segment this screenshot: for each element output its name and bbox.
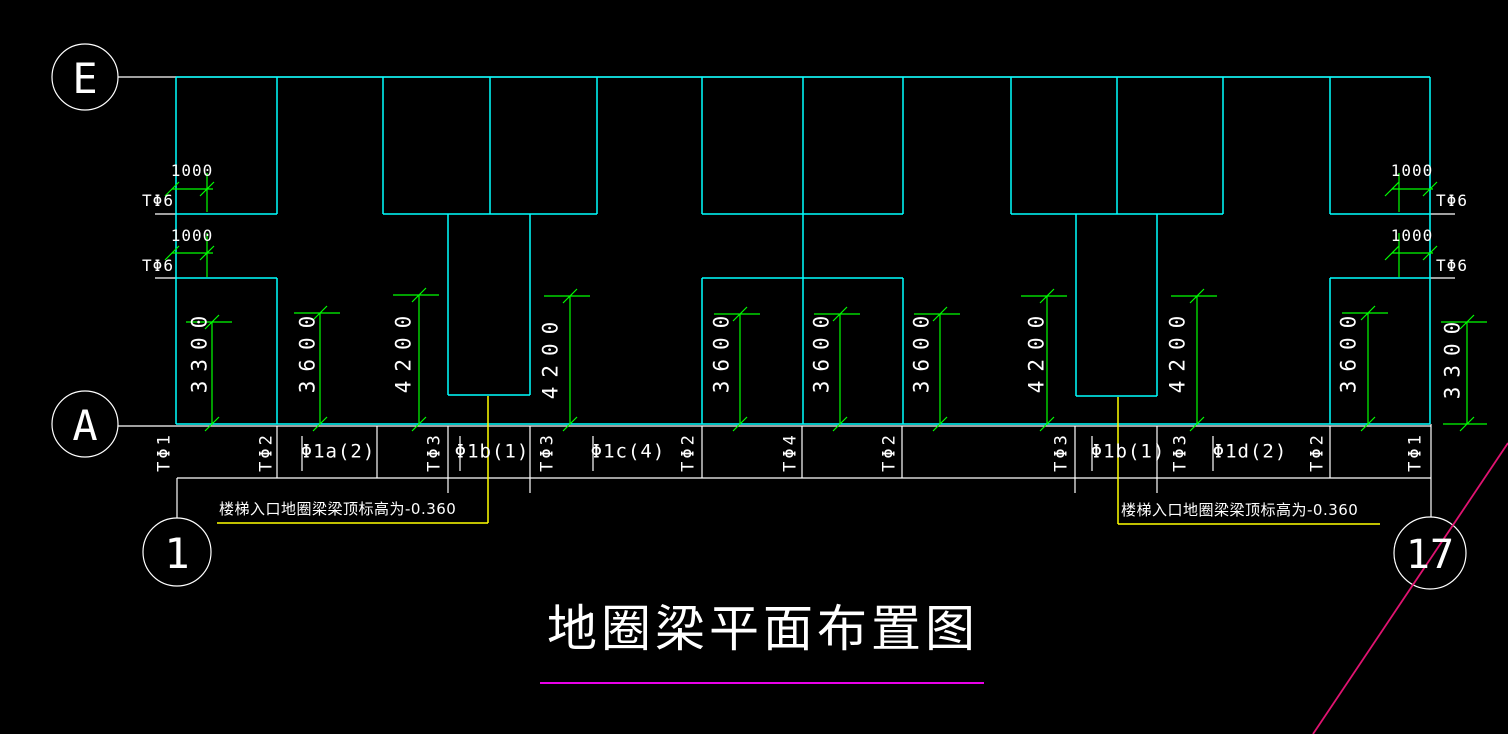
axis-label-1: 1 — [164, 529, 190, 578]
beam-tag: TΦ2 — [678, 432, 699, 472]
span-dim: 3300 — [1440, 312, 1465, 400]
beam-tag: TΦ3 — [537, 432, 558, 472]
span-dim: 3600 — [809, 306, 834, 394]
axis-label-E: E — [72, 54, 98, 103]
revision-diagonal-line — [1312, 442, 1508, 734]
span-dim: 3600 — [709, 306, 734, 394]
span-dim: 4200 — [391, 306, 416, 394]
ring-beam-walls — [175, 76, 1431, 425]
beam-tag-tf6: TΦ6 — [142, 191, 174, 210]
offset-dim-value: 1000 — [1390, 226, 1434, 245]
beam-tag-tf6: TΦ6 — [142, 256, 174, 275]
grid-bubble-E — [51, 43, 119, 111]
grid-bubble-A — [51, 390, 119, 458]
beam-tag: Φ1c(4) — [590, 440, 666, 463]
beam-tag: TΦ1 — [154, 432, 175, 472]
grid-lines — [51, 43, 1467, 590]
stair-note-right: 楼梯入口地圈梁梁顶标高为-0.360 — [1121, 501, 1359, 519]
dimension-lines — [164, 173, 1487, 432]
span-dim: 3600 — [295, 306, 320, 394]
offset-dim-value: 1000 — [170, 226, 214, 245]
beam-tag: Φ1d(2) — [1212, 440, 1288, 463]
beam-tag: TΦ2 — [879, 432, 900, 472]
beam-tag: Φ1b(1) — [454, 440, 530, 463]
beam-tag: TΦ1 — [1405, 432, 1426, 472]
beam-tag: Φ1b(1) — [1090, 440, 1166, 463]
offset-dim-value: 1000 — [170, 161, 214, 180]
beam-tag: TΦ3 — [1051, 432, 1072, 472]
span-dim: 4200 — [538, 312, 563, 400]
beam-tag: TΦ3 — [1170, 432, 1191, 472]
beam-tag: TΦ3 — [424, 432, 445, 472]
beam-tag-tf6: TΦ6 — [1436, 256, 1468, 275]
axis-label-17: 17 — [1405, 532, 1455, 578]
axis-label-A: A — [72, 401, 98, 450]
stair-note-leaders — [217, 396, 1380, 525]
beam-tag-tf6: TΦ6 — [1436, 191, 1468, 210]
stair-note-left: 楼梯入口地圈梁梁顶标高为-0.360 — [219, 500, 457, 518]
grid-bubble-17 — [1393, 516, 1467, 590]
beam-tag: TΦ2 — [256, 432, 277, 472]
grid-bubble-1 — [142, 517, 212, 587]
offset-dim-value: 1000 — [1390, 161, 1434, 180]
span-dim: 3600 — [1336, 306, 1361, 394]
drawing-title: 地圈梁平面布置图 — [547, 600, 979, 658]
beam-tag: TΦ4 — [780, 432, 801, 472]
span-dim: 3300 — [187, 306, 212, 394]
beam-tag: Φ1a(2) — [300, 440, 376, 463]
span-dim: 3600 — [909, 306, 934, 394]
span-dim: 4200 — [1024, 306, 1049, 394]
beam-tag: TΦ2 — [1307, 432, 1328, 472]
span-dim: 4200 — [1165, 306, 1190, 394]
